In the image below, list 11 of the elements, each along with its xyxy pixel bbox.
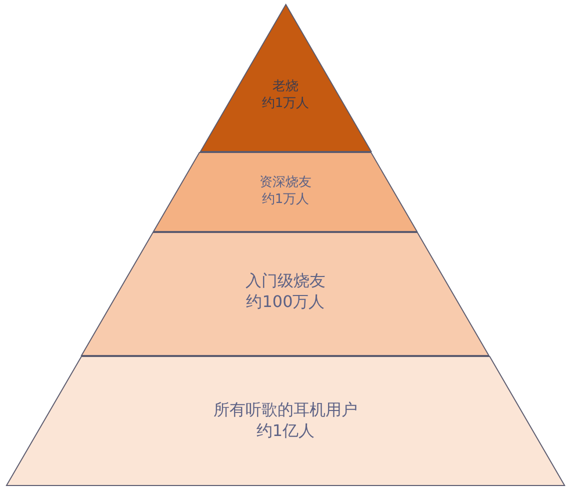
pyramid-tier-band	[81, 232, 490, 356]
user-count-label: 约1亿人	[256, 420, 315, 442]
tier-label: 资深烧友	[259, 175, 312, 192]
tier-label: 所有听歌的耳机用户	[213, 400, 358, 421]
user-count-label: 约1万人	[262, 96, 310, 113]
user-count-label: 约1万人	[262, 192, 310, 209]
tier-label: 入门级烧友	[245, 271, 326, 292]
pyramid-top-triangle	[200, 4, 372, 152]
tier-label: 老烧	[272, 79, 298, 96]
user-count-label: 约100万人	[246, 292, 325, 313]
pyramid-tier-band	[6, 356, 566, 486]
